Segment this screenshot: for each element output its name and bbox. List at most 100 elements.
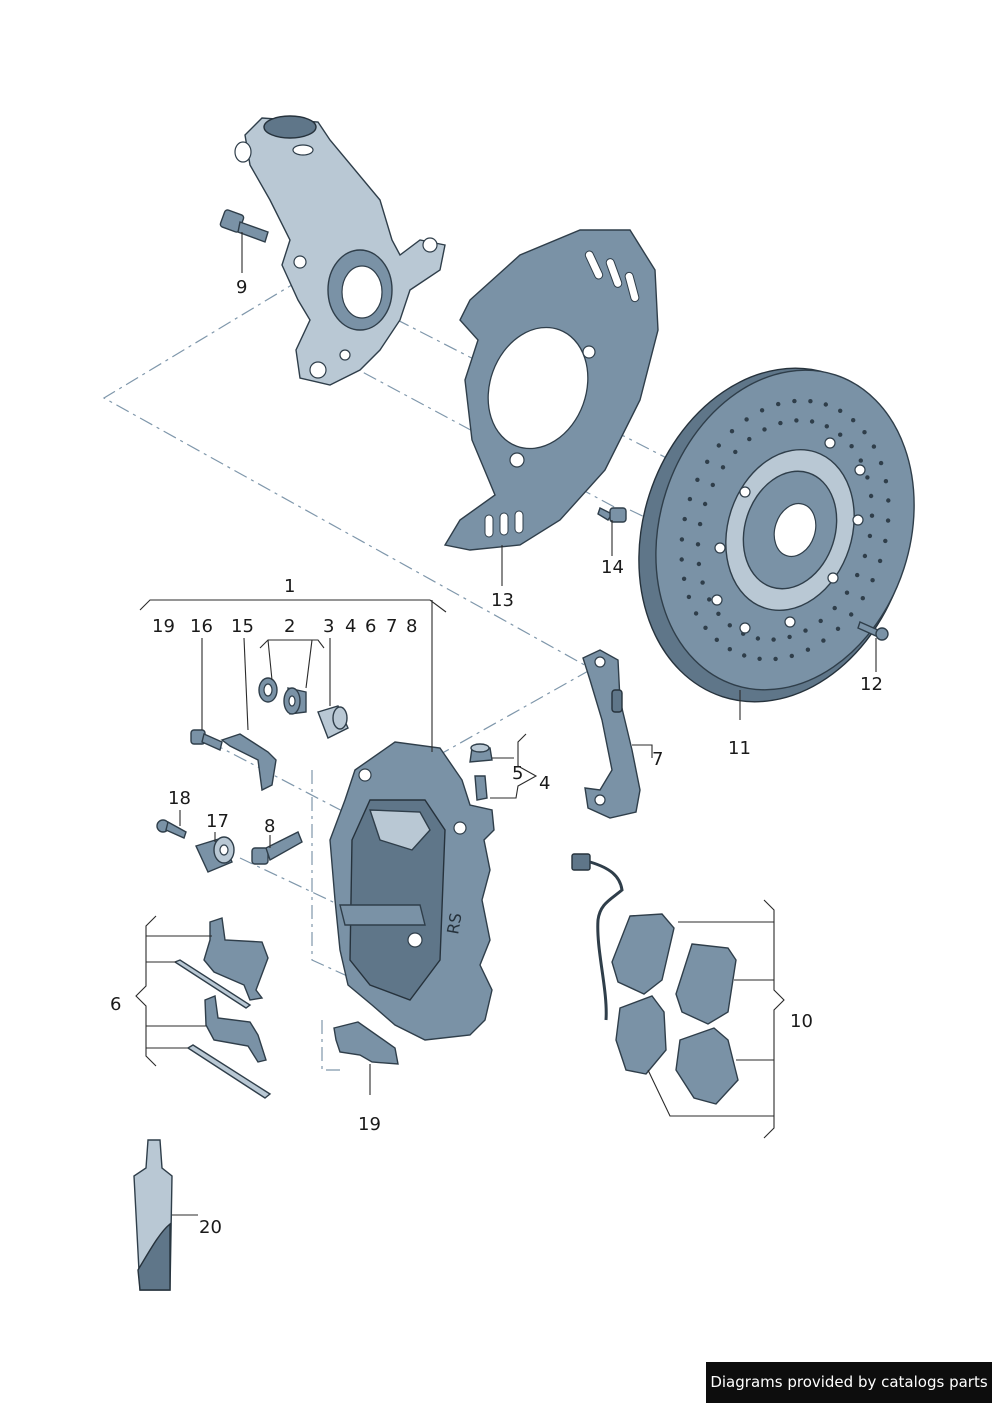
drill-hole: [705, 459, 710, 464]
spring-bolt: [190, 729, 223, 751]
drill-hole: [855, 572, 860, 578]
callout-20: 20: [199, 1217, 222, 1238]
drill-hole: [835, 626, 841, 631]
callout-4b: 4: [539, 773, 550, 794]
drill-hole: [851, 418, 856, 423]
callout-3: 3: [323, 616, 334, 637]
drill-hole: [700, 580, 705, 585]
drill-hole: [832, 605, 837, 611]
callout-12: 12: [860, 674, 883, 695]
drill-hole: [858, 458, 863, 463]
drill-hole: [877, 558, 883, 564]
credit-banner: Diagrams provided by catalogs parts: [706, 1362, 992, 1403]
bushing-screw: [156, 819, 187, 839]
spring-clip: [220, 733, 277, 792]
shield-screw: [597, 507, 627, 523]
callout-6b: 6: [110, 994, 121, 1015]
callout-13: 13: [491, 590, 514, 611]
callout-8b: 8: [264, 816, 275, 837]
brake-disc: [638, 367, 915, 703]
drill-hole: [776, 401, 781, 407]
drill-hole: [862, 430, 867, 435]
callout-10: 10: [790, 1011, 813, 1032]
drill-hole: [867, 533, 873, 539]
drill-hole: [886, 498, 891, 503]
callout-2: 2: [284, 616, 295, 637]
drill-hole: [727, 647, 732, 652]
drill-hole: [729, 429, 735, 434]
drill-hole: [878, 460, 884, 466]
caliper-bolt: [251, 831, 303, 865]
drill-hole: [695, 542, 701, 547]
callout-9: 9: [236, 277, 247, 298]
drill-hole: [682, 516, 687, 522]
callout-16: 16: [190, 616, 213, 637]
brake-caliper: RS: [329, 741, 495, 1041]
drill-hole: [803, 628, 808, 633]
drill-hole: [759, 408, 765, 413]
callout-1: 1: [284, 576, 295, 597]
drill-hole: [702, 501, 708, 507]
drill-hole: [703, 625, 708, 630]
drill-hole: [744, 417, 749, 422]
drill-hole: [870, 578, 875, 583]
drill-hole: [849, 444, 854, 449]
callout-6: 6: [365, 616, 376, 637]
callout-7: 7: [386, 616, 397, 637]
drill-hole: [794, 418, 799, 423]
drill-hole: [787, 634, 792, 640]
drill-hole: [865, 475, 870, 480]
callout-19: 19: [152, 616, 175, 637]
drill-hole: [849, 612, 854, 617]
callout-14: 14: [601, 557, 624, 578]
callout-labels: 1 19 16 15 2 3 4 6 7 8 9 13 14 12 11 7 5…: [110, 277, 883, 1238]
drill-hole: [697, 521, 703, 527]
drill-hole: [809, 419, 815, 424]
drill-hole: [805, 647, 811, 652]
drill-hole: [838, 432, 843, 437]
drill-hole: [696, 561, 702, 567]
drill-hole: [792, 398, 797, 404]
callout-7b: 7: [652, 749, 663, 770]
drill-hole: [771, 637, 776, 642]
piston-seals: [258, 677, 349, 739]
drill-hole: [869, 513, 875, 518]
drill-hole: [844, 590, 850, 595]
drill-hole: [679, 557, 684, 562]
callout-17: 17: [206, 811, 229, 832]
callout-15: 15: [231, 616, 254, 637]
callout-leaders: [135, 232, 877, 1216]
drill-hole: [808, 399, 813, 404]
guide-bushing: [195, 836, 235, 873]
drill-hole: [778, 420, 783, 426]
callout-5: 5: [512, 763, 523, 784]
drill-hole: [885, 518, 891, 523]
svg-text:RS: RS: [443, 911, 465, 935]
drill-hole: [821, 638, 826, 643]
caliper-bracket: [582, 649, 641, 819]
drill-hole: [862, 553, 868, 559]
disc-cross-drill-holes: [679, 398, 891, 662]
drill-hole: [838, 408, 843, 413]
drill-hole: [871, 444, 877, 449]
bleeder-screw: [469, 743, 493, 801]
drill-hole: [733, 449, 738, 455]
drill-hole: [883, 538, 888, 544]
drill-hole: [742, 653, 747, 658]
drill-hole: [883, 479, 889, 484]
drill-hole: [818, 618, 823, 624]
drill-hole: [679, 537, 685, 542]
drill-hole: [868, 493, 874, 499]
drill-hole: [716, 443, 721, 448]
disc-screw: [857, 621, 889, 641]
drill-hole: [727, 623, 732, 628]
grease-tube: [133, 1139, 173, 1291]
steering-knuckle: [234, 115, 446, 386]
drill-hole: [693, 611, 699, 616]
drill-hole: [710, 482, 715, 488]
drill-hole: [757, 656, 762, 661]
callout-19b: 19: [358, 1114, 381, 1135]
drill-hole: [747, 436, 752, 442]
pad-retainer-clip: [333, 1021, 399, 1065]
callout-8: 8: [406, 616, 417, 637]
